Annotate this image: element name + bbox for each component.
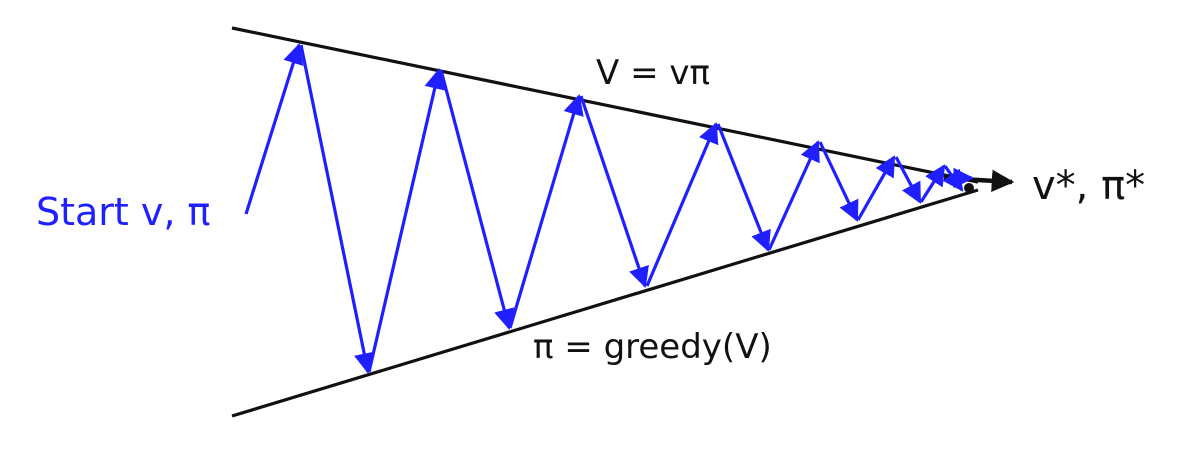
iteration-arrow [439,69,515,331]
policy-boundary-line [231,188,979,418]
convergence-point [964,183,974,193]
iteration-arrow [645,122,719,287]
iteration-arrow [818,141,859,222]
iteration-arrow [244,43,304,215]
value-line-label: V = vπ [596,53,710,93]
value-boundary-line [231,26,979,184]
iteration-arrow [856,155,896,221]
iteration-arrow [716,123,771,252]
iteration-arrow [919,164,946,203]
start-label: Start v, π [36,190,211,234]
optimal-label: v*, π* [1032,163,1146,209]
iteration-arrow [508,94,584,329]
iteration-arrows [244,43,975,375]
iteration-arrow [579,95,649,288]
iteration-arrow [767,140,820,251]
iteration-arrow [367,67,445,373]
iteration-arrow [299,44,375,375]
iteration-arrow [894,156,922,204]
policy-line-label: π = greedy(V) [533,327,772,367]
